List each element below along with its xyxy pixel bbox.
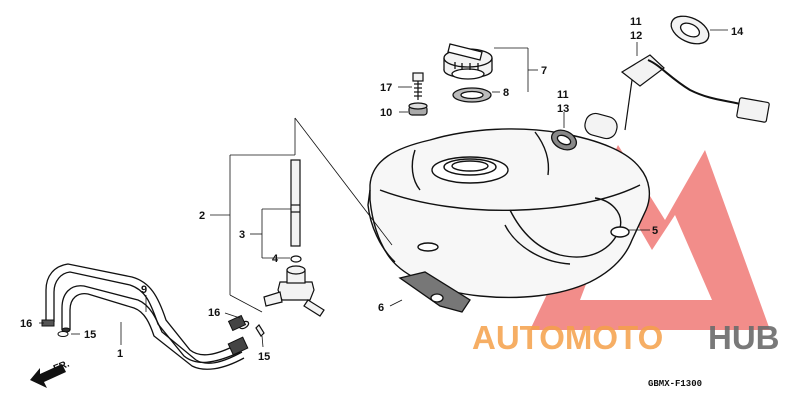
callout-6: 6 — [378, 302, 384, 314]
callout-1: 1 — [117, 348, 123, 360]
fuel-cock-assembly — [229, 117, 393, 317]
callout-8: 8 — [503, 87, 509, 99]
callout-16-right: 16 — [208, 307, 220, 319]
bolt — [412, 72, 424, 100]
callout-16-left: 16 — [20, 318, 32, 330]
callout-11-gasket: 11 — [557, 89, 569, 101]
callout-14: 14 — [731, 26, 744, 38]
fuel-cap — [443, 43, 493, 80]
callout-4: 4 — [272, 253, 279, 265]
callout-3: 3 — [239, 229, 245, 241]
tube-ends — [41, 314, 249, 356]
callout-11-gauge: 11 — [630, 16, 642, 28]
watermark-text-automoto: AUTOMOTO — [472, 319, 663, 356]
callout-12: 12 — [630, 30, 642, 42]
callout-15-right: 15 — [258, 351, 270, 363]
leader-lines — [39, 29, 728, 348]
figure-code: GBMX-F1300 — [648, 379, 702, 389]
watermark-text-hub: HUB — [708, 319, 780, 356]
fuel-tank — [367, 128, 651, 299]
watermark-brand: AUTOMOTO HUB — [472, 319, 780, 356]
callout-15-left: 15 — [84, 329, 96, 341]
callout-10: 10 — [380, 107, 392, 119]
front-direction-arrow-icon: FR. — [30, 358, 71, 388]
fuel-tubes — [45, 263, 245, 370]
callouts: 1 2 3 4 5 6 7 8 9 10 11 13 11 12 14 15 1… — [20, 16, 744, 363]
callout-13: 13 — [557, 103, 569, 115]
callout-5: 5 — [652, 225, 658, 237]
callout-2: 2 — [199, 210, 205, 222]
rubber-washer — [408, 102, 428, 116]
callout-17: 17 — [380, 82, 392, 94]
gauge-gasket — [550, 129, 578, 151]
fuel-gauge-sender — [584, 54, 770, 140]
gauge-retainer-ring — [670, 15, 710, 45]
callout-9: 9 — [141, 284, 147, 296]
callout-7: 7 — [541, 65, 547, 77]
mounting-rubber — [398, 271, 471, 313]
fuel-cap-gasket — [452, 87, 492, 103]
front-arrow-label: FR. — [52, 358, 71, 374]
